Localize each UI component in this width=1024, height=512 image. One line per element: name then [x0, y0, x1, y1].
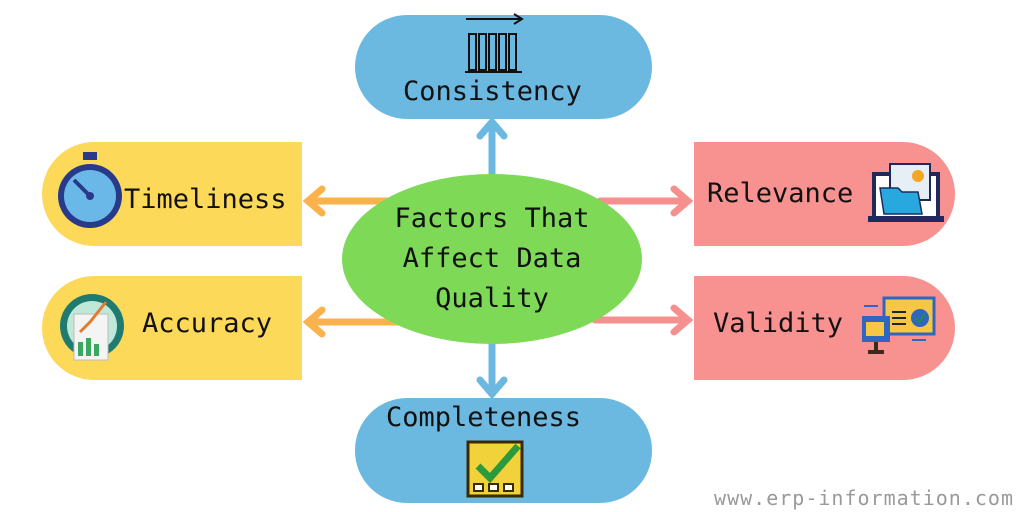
arrow-relevance [596, 185, 694, 217]
center-ellipse: Factors That Affect Data Quality [342, 174, 642, 344]
accuracy-report-icon [60, 294, 124, 361]
relevance-label: Relevance [707, 178, 854, 209]
checklist-icon [466, 440, 524, 498]
watermark: www.erp-information.com [714, 486, 1014, 510]
laptop-folder-icon [868, 163, 944, 222]
arrow-accuracy [302, 306, 404, 338]
arrow-validity [591, 304, 694, 336]
arrow-consistency [476, 116, 508, 182]
consistency-box [355, 15, 652, 119]
consistency-label: Consistency [403, 76, 582, 107]
stopwatch-icon [58, 152, 122, 228]
validation-screen-icon [862, 296, 936, 354]
timeliness-label: Timeliness [124, 184, 287, 215]
bookshelf-icon [465, 13, 524, 73]
center-label: Factors That Affect Data Quality [394, 203, 590, 314]
arrow-completeness [476, 338, 508, 400]
completeness-label: Completeness [386, 402, 582, 433]
accuracy-label: Accuracy [142, 308, 273, 339]
validity-label: Validity [713, 308, 844, 339]
